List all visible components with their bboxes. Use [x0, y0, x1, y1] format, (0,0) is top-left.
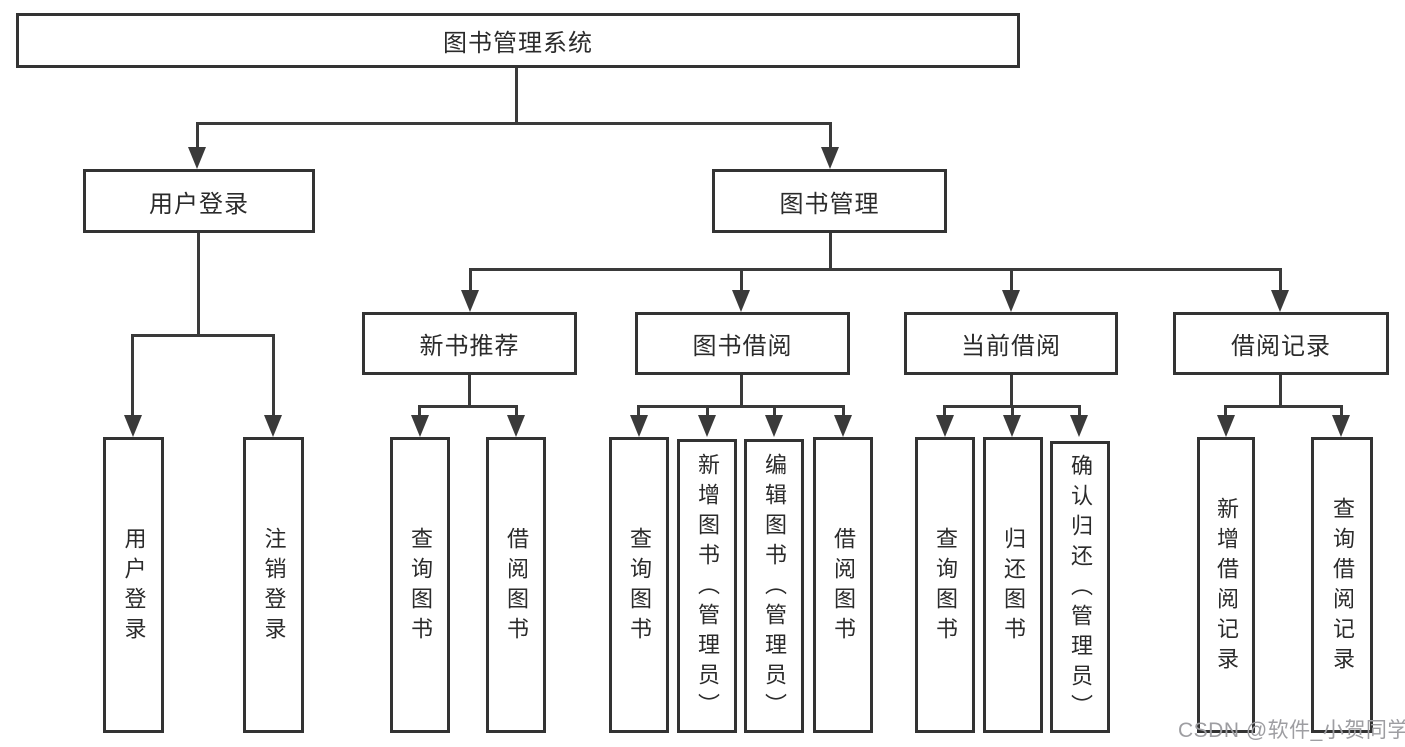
connector-stub [773, 405, 776, 417]
leaf-logout: 注销登录 [243, 437, 304, 733]
connector-root-spread [196, 122, 832, 125]
arrow-down-icon [1332, 415, 1350, 437]
connector-stub [1011, 405, 1014, 417]
connector-stub [637, 405, 640, 417]
arrow-down-icon [834, 415, 852, 437]
connector-user-login-drop [197, 233, 200, 336]
node-book-borrow: 图书借阅 [635, 312, 850, 375]
connector-spread [418, 405, 518, 408]
arrow-down-icon [1217, 415, 1235, 437]
arrow-down-icon [698, 415, 716, 437]
node-new-book-recommend: 新书推荐 [362, 312, 577, 375]
arrow-down-icon [188, 147, 206, 169]
connector-stub [1078, 405, 1081, 417]
node-borrow-records: 借阅记录 [1173, 312, 1389, 375]
arrow-down-icon [1070, 415, 1088, 437]
connector-book-mgmt-spread [469, 268, 1282, 271]
connector-to-leaf [272, 334, 275, 415]
leaf-query-borrow-record: 查询借阅记录 [1311, 437, 1373, 733]
connector-book-mgmt-drop [829, 233, 832, 270]
arrow-down-icon [630, 415, 648, 437]
leaf-borrow-books: 借阅图书 [486, 437, 546, 733]
connector-spread [637, 405, 845, 408]
connector-drop [740, 375, 743, 407]
leaf-return-books: 归还图书 [983, 437, 1043, 733]
connector-to-new-book [469, 268, 472, 292]
arrow-down-icon [1271, 290, 1289, 312]
leaf-query-books: 查询图书 [609, 437, 669, 733]
connector-stub [943, 405, 946, 417]
node-library-management-system: 图书管理系统 [16, 13, 1020, 68]
connector-to-user-login [196, 122, 199, 149]
connector-user-login-spread [131, 334, 275, 337]
connector-drop [1279, 375, 1282, 407]
connector-drop [468, 375, 471, 407]
connector-drop [1010, 375, 1013, 407]
arrow-down-icon [461, 290, 479, 312]
arrow-down-icon [1002, 290, 1020, 312]
arrow-down-icon [411, 415, 429, 437]
connector-stub [842, 405, 845, 417]
node-current-borrow: 当前借阅 [904, 312, 1118, 375]
connector-stub [418, 405, 421, 417]
leaf-user-login: 用户登录 [103, 437, 164, 733]
connector-to-book-borrow [740, 268, 743, 292]
leaf-query-books: 查询图书 [915, 437, 975, 733]
arrow-down-icon [1003, 415, 1021, 437]
leaf-confirm-return-admin: 确认归还（管理员） [1050, 441, 1110, 733]
arrow-down-icon [821, 147, 839, 169]
node-book-management: 图书管理 [712, 169, 947, 233]
connector-to-book-management [829, 122, 832, 149]
arrow-down-icon [765, 415, 783, 437]
leaf-edit-books-admin: 编辑图书（管理员） [744, 439, 804, 733]
connector-stub [515, 405, 518, 417]
connector-stub [1340, 405, 1343, 417]
leaf-add-borrow-record: 新增借阅记录 [1197, 437, 1255, 733]
arrow-down-icon [507, 415, 525, 437]
csdn-watermark: CSDN @软件_小贺同学 [1178, 719, 1405, 742]
connector-stub [706, 405, 709, 417]
connector-stub [1224, 405, 1227, 417]
arrow-down-icon [936, 415, 954, 437]
arrow-down-icon [264, 415, 282, 437]
leaf-query-books: 查询图书 [390, 437, 450, 733]
connector-root-drop [515, 68, 518, 122]
arrow-down-icon [124, 415, 142, 437]
arrow-down-icon [732, 290, 750, 312]
connector-to-borrow-records [1279, 268, 1282, 292]
connector-spread [1224, 405, 1343, 408]
leaf-add-books-admin: 新增图书（管理员） [677, 439, 737, 733]
connector-to-leaf [131, 334, 134, 415]
node-user-login: 用户登录 [83, 169, 315, 233]
connector-to-current-borrow [1010, 268, 1013, 292]
leaf-borrow-books: 借阅图书 [813, 437, 873, 733]
